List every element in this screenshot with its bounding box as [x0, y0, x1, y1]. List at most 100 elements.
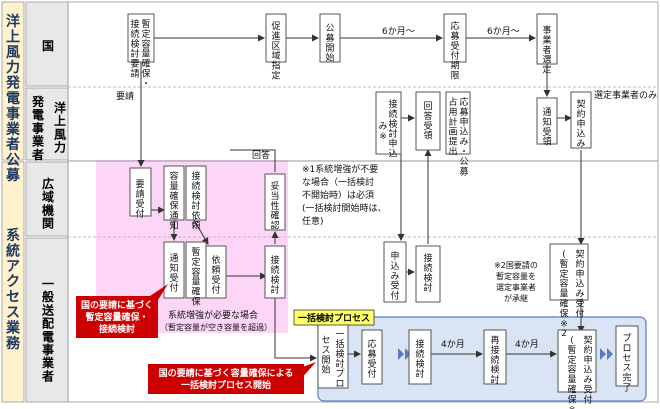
- note2-line-4: が承継: [504, 293, 528, 303]
- bulk-title-badge: [293, 309, 375, 326]
- note-increase-sub: （暫定容量が空き容量を超過）: [160, 322, 272, 332]
- text-request-receipt-tso: 依頼受付: [211, 254, 220, 296]
- box-contract-apply-op: [570, 91, 592, 149]
- group-grid-access: [1, 161, 25, 403]
- text-process-open-1: 一括検討プロ: [335, 330, 344, 390]
- text-apply-receipt-bulk: 応募受付: [367, 338, 376, 380]
- note1-line-4: (一括検討開始時は、: [302, 202, 387, 214]
- text-submit-plan-1: 応募申込み・公募: [459, 96, 468, 177]
- note-increase-needed: 系統増強が必要な場合: [168, 309, 258, 321]
- group-offshore-public: [1, 1, 25, 161]
- box-promotion-zone: [265, 13, 287, 63]
- label-six-months-1: 6か月〜: [382, 26, 415, 37]
- lane-transmission-header: [25, 237, 69, 403]
- box-study-request-wide: [185, 165, 207, 221]
- pink-callout-line-2: 暫定容量確保・: [85, 311, 148, 323]
- label-six-months-2: 6か月〜: [487, 26, 520, 37]
- text-notice-receipt: 通知受領: [542, 107, 551, 148]
- text-public-start: 公募開始: [325, 23, 334, 64]
- box-contract-receipt-upper: [549, 243, 589, 301]
- note1-line-2: な場合（一括検討: [302, 176, 374, 188]
- label-request: 要請: [116, 90, 134, 102]
- red-callout-line-1: 国の要請に基づく容量確保による: [159, 367, 294, 379]
- box-process-complete: [615, 325, 639, 387]
- text-connection-study-apply-1: 接続検討申込: [388, 98, 397, 160]
- note2-line-1: ※2国要請の: [494, 260, 538, 270]
- box-notice-receipt-tso: [163, 241, 185, 299]
- box-validity-check: [264, 173, 286, 231]
- text-connection-study-apply-2: み※: [378, 121, 387, 142]
- text-contract-receipt-bulk-2: (暫定容量確保※2: [567, 336, 576, 409]
- box-connection-study-tso2: [415, 245, 441, 303]
- group-offshore-public-label: 洋上風力発電事業者公募: [5, 13, 21, 184]
- red-callout: [148, 364, 304, 394]
- text-process-open-2: セス開始: [321, 335, 330, 376]
- lane-country-label: 国: [42, 39, 54, 53]
- text-answer-receipt: 回答受領: [423, 101, 432, 142]
- text-connection-study-tso: 接続検討: [270, 254, 279, 296]
- text-study-request-wide: 接続検討依頼: [191, 170, 200, 232]
- box-application-deadline: [443, 13, 467, 63]
- text-request-receipt-wide: 要請受付: [135, 179, 144, 220]
- text-contract-receipt-bulk-1: 契約申込み受付: [583, 334, 592, 405]
- text-apply-receipt-tso: 申込み受付: [390, 250, 399, 302]
- box-provisional-request: [127, 13, 155, 63]
- box-restudy-receipt: [483, 329, 507, 385]
- box-apply-receipt-tso: [383, 241, 407, 303]
- label-answer: 回答: [252, 149, 270, 161]
- lane-wide-area-label: 広域機関: [42, 176, 54, 231]
- box-connection-study-bulk: [408, 329, 432, 385]
- note1-line-1: ※1系統増強が不要: [302, 163, 378, 175]
- outer-frame: [67, 1, 659, 403]
- note2-line-3: 選定事業者: [496, 282, 536, 292]
- label-four-months-1: 4か月: [441, 339, 465, 350]
- pink-callout: [76, 296, 158, 338]
- text-capacity-notice: 容量確保通知: [169, 170, 178, 232]
- note2-line-2: 暫定容量を: [496, 271, 536, 281]
- box-public-start: [319, 13, 341, 63]
- lane-operator-label-1: 洋上風力: [54, 100, 66, 155]
- text-contract-apply-op: 契約申込み: [576, 98, 585, 150]
- text-application-deadline: 応募受付期限: [450, 20, 459, 82]
- text-provisional-request-1: 暫定容量確保・: [141, 18, 150, 89]
- text-connection-study-bulk: 接続検討: [415, 338, 424, 380]
- pink-callout-line-1: 国の要請に基づく: [81, 299, 153, 311]
- text-process-complete: プロセス完了: [622, 333, 631, 394]
- lane-transmission-label: 一般送配電事業者: [41, 277, 55, 383]
- red-callout-line-2: 一括検討プロセス開始: [181, 379, 271, 391]
- box-capacity-notice: [163, 165, 185, 221]
- box-request-receipt-tso: [205, 245, 227, 299]
- lane-operator-header: [25, 87, 69, 161]
- box-answer-receipt: [415, 91, 441, 151]
- text-promotion-zone: 促進区域指定: [271, 20, 280, 82]
- note1-line-3: 不開始時）は必須: [302, 189, 374, 201]
- text-connection-study-tso2: 接続検討: [423, 252, 432, 294]
- text-provisional-capacity: 暫定容量確保: [191, 246, 200, 308]
- pink-callout-pointer: [150, 284, 168, 300]
- lane-wide-area-header: [25, 161, 69, 237]
- text-restudy-receipt: 再接続検討: [490, 335, 499, 386]
- box-apply-receipt-bulk: [361, 329, 383, 385]
- text-notice-receipt-tso: 通知受付: [169, 253, 178, 294]
- box-submit-plan: [445, 91, 471, 155]
- label-four-months-2: 4か月: [515, 339, 539, 350]
- red-callout-pointer: [300, 362, 316, 380]
- lane-operator-label-2: 発電事業者: [31, 94, 45, 162]
- lane-country-header: [25, 1, 69, 87]
- text-operator-selection: 事業者選定: [542, 24, 551, 76]
- box-notice-receipt: [536, 97, 558, 145]
- bulk-title-text: 一括検討プロセス: [298, 312, 370, 324]
- text-validity-check: 妥当性確認: [270, 181, 279, 232]
- box-connection-study-tso: [264, 245, 286, 299]
- note1-line-5: 任意): [302, 215, 324, 227]
- text-contract-receipt-upper-2: (暫定容量確保※2: [559, 250, 568, 339]
- box-request-receipt-wide: [129, 167, 152, 217]
- text-provisional-request-2: 接続検討要請: [130, 18, 139, 80]
- group-grid-access-label: 系統アクセス業務: [5, 227, 21, 352]
- label-selected-only: 選定事業者のみ: [594, 89, 657, 101]
- pink-callout-line-3: 接続検討: [99, 323, 135, 335]
- connectors: [137, 34, 585, 362]
- box-connection-study-apply: [375, 91, 402, 155]
- box-contract-receipt-bulk: [557, 329, 597, 393]
